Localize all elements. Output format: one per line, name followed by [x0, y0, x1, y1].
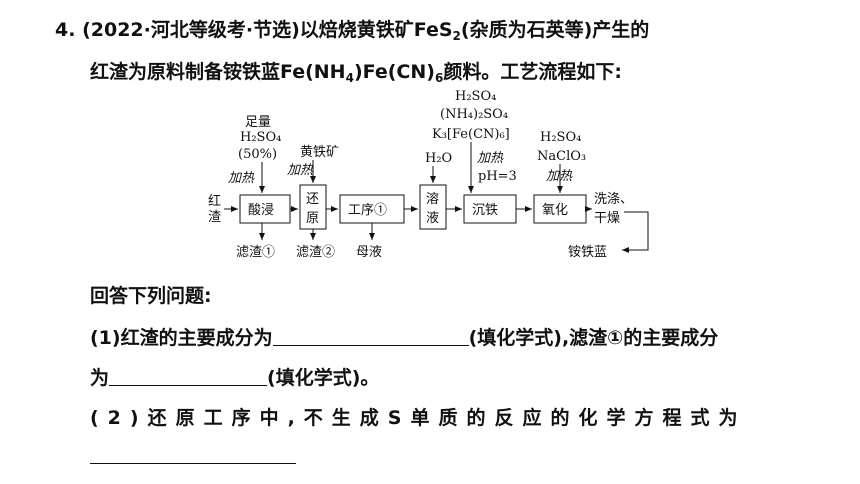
- answer-blank-3[interactable]: [90, 445, 296, 464]
- reagent-3-label: K₃[Fe(CN)₆]: [432, 127, 510, 142]
- heat-label-1: 加热: [228, 171, 255, 186]
- ph-label: pH=3: [478, 169, 517, 184]
- pyrite-label: 黄铁矿: [300, 145, 339, 160]
- oxidize-label: 氧化: [542, 203, 568, 218]
- question-2-answer-line: [90, 444, 296, 468]
- red-slag-label-2: 渣: [208, 210, 221, 225]
- question-line-1: 4. (2022·河北等级考·节选)以焙烧黄铁矿FeS2(杂质为石英等)产生的: [55, 19, 650, 43]
- residue2-label: 滤渣②: [296, 245, 335, 260]
- product-label: 铵铁蓝: [568, 245, 607, 260]
- svg-text:还: 还: [306, 192, 319, 207]
- red-slag-label-1: 红: [208, 193, 221, 209]
- answer-intro: 回答下列问题:: [90, 285, 212, 307]
- reagent-2-label: (NH₄)₂SO₄: [440, 107, 508, 122]
- acid-amount-label: 足量: [245, 115, 271, 130]
- mother-liquor-label: 母液: [356, 245, 382, 260]
- answer-blank-1[interactable]: [272, 327, 469, 346]
- svg-text:原: 原: [306, 211, 319, 226]
- wash-dry-label-1: 洗涤、: [594, 192, 633, 207]
- oxidant-2-label: NaClO₃: [537, 149, 586, 164]
- oxidant-1-label: H₂SO₄: [540, 130, 581, 145]
- heat-label-2: 加热: [287, 163, 314, 178]
- question-1-line-2: 为(填化学式)。: [90, 367, 380, 389]
- question-number: 4.: [55, 19, 76, 41]
- svg-text:溶: 溶: [426, 192, 439, 207]
- wash-dry-label-2: 干燥: [594, 211, 620, 226]
- residue1-label: 滤渣①: [236, 245, 275, 260]
- process1-label: 工序①: [348, 203, 387, 218]
- acid-formula-label: H₂SO₄: [240, 130, 281, 145]
- question-line-2: 红渣为原料制备铵铁蓝Fe(NH4)Fe(CN)6颜料。工艺流程如下:: [90, 61, 622, 85]
- water-label: H₂O: [425, 151, 452, 166]
- question-1-line-1: (1)红渣的主要成分为(填化学式),滤渣①的主要成分: [90, 327, 719, 349]
- heat-label-3: 加热: [477, 151, 504, 166]
- acid-conc-label: (50%): [238, 147, 277, 162]
- question-2: (2)还原工序中,不生成S单质的反应的化学方程式为: [90, 407, 747, 429]
- reagent-1-label: H₂SO₄: [455, 89, 496, 104]
- leach-label: 酸浸: [248, 203, 274, 218]
- dissolve-box: [419, 184, 447, 230]
- precipitate-label: 沉铁: [472, 203, 498, 218]
- answer-blank-2[interactable]: [109, 367, 268, 386]
- svg-text:液: 液: [426, 211, 439, 226]
